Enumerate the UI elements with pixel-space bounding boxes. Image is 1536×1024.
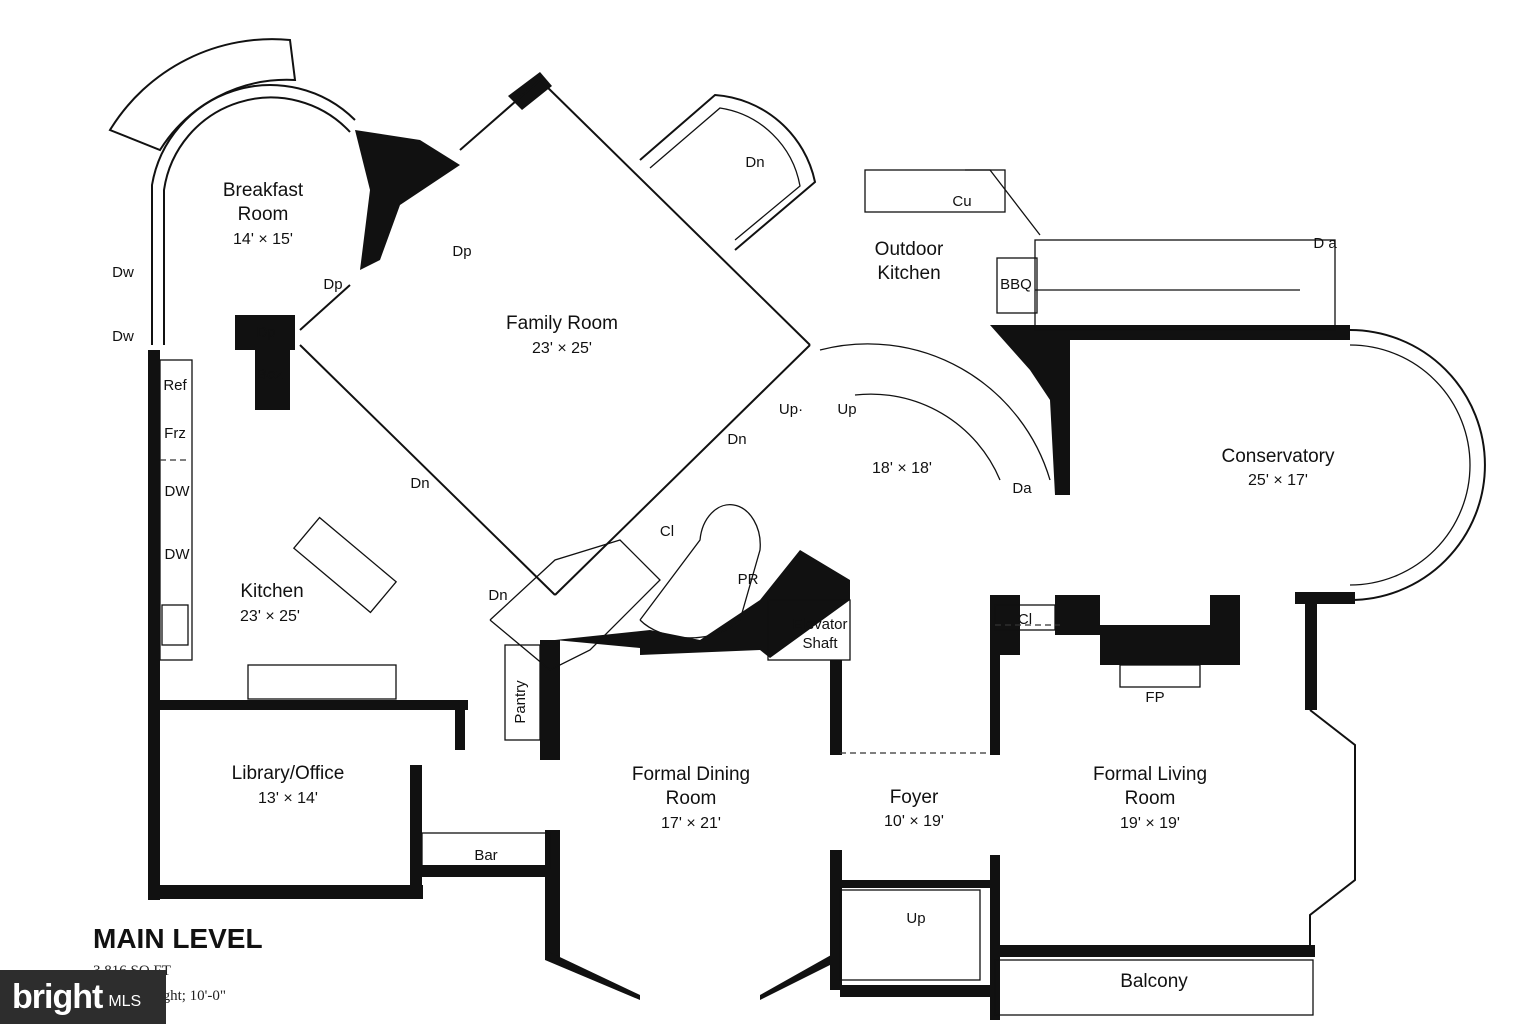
tag-dw-bottom: Dw [112, 328, 134, 345]
room-labels: Breakfast Room 14' × 15' Family Room 23'… [223, 180, 1335, 992]
stair-hall-dims: 18' × 18' [872, 460, 932, 477]
tag-dn-family: Dn [727, 431, 746, 448]
watermark-suffix: MLS [108, 993, 142, 1010]
tag-bbq: BBQ [1000, 276, 1032, 293]
outdoor-kitchen-name-1: Outdoor [875, 239, 944, 260]
balcony-outline [994, 959, 1314, 1016]
deck-stairs [1034, 239, 1336, 331]
tag-cl-hall: Cl [660, 523, 674, 540]
breakfast-room-name-1: Breakfast [223, 180, 304, 201]
tag-bez: Bez [257, 366, 283, 383]
bar-name: Bar [474, 847, 497, 864]
tag-fp: FP [1145, 689, 1164, 706]
kitchen-island [292, 516, 398, 614]
foyer-dims: 10' × 19' [884, 813, 944, 830]
foyer-name: Foyer [890, 787, 939, 808]
tag-da-stair: Da [1012, 480, 1032, 497]
tag-dp-breakfast: Dp [452, 243, 471, 260]
tag-cl-living: Cl [1018, 611, 1032, 628]
living-name-1: Formal Living [1093, 764, 1207, 785]
family-room-name: Family Room [506, 313, 618, 334]
elevator-shaft [767, 599, 851, 661]
dining-name-2: Room [666, 788, 717, 809]
tag-da-deck: D a [1313, 235, 1337, 252]
breakfast-room-name-2: Room [238, 204, 289, 225]
dining-dims: 17' × 21' [661, 815, 721, 832]
conservatory-dims: 25' × 17' [1248, 472, 1308, 489]
tag-up-foyer: Up [906, 910, 925, 927]
tag-dp-kitchen: Dp [256, 324, 275, 341]
tag-cu: Cu [952, 193, 971, 210]
tag-dw-top: Dw [112, 264, 134, 281]
tag-up-stair: Up [837, 401, 856, 418]
kitchen-dims: 23' × 25' [240, 608, 300, 625]
family-room-wall-nw [355, 130, 460, 270]
tag-up-hall: Up· [779, 401, 803, 418]
dining-name-1: Formal Dining [632, 764, 750, 785]
living-dims: 19' × 19' [1120, 815, 1180, 832]
balcony-name: Balcony [1120, 971, 1188, 992]
powder-room-name: PR [738, 571, 759, 588]
tag-ref: Ref [163, 377, 187, 394]
tag-frz: Frz [164, 425, 186, 442]
tag-dn-pantry: Dn [488, 587, 507, 604]
tag-dp-diag: Dp [323, 276, 342, 293]
conservatory-name: Conservatory [1222, 446, 1335, 467]
brightmls-watermark: bright MLS [0, 970, 166, 1024]
walls [108, 38, 1486, 1020]
tag-dn-kitchen: Dn [410, 475, 429, 492]
fixture-tags: Dw Dw Dp Dp Dp Bez Ref Frz DW DW Dn Dn D… [112, 154, 1337, 927]
watermark-brand: bright [12, 977, 103, 1016]
library-name: Library/Office [232, 763, 345, 784]
tag-dishwasher-2: DW [165, 546, 191, 563]
fixtures [159, 169, 1336, 1016]
family-room-dims: 23' × 25' [532, 340, 592, 357]
kitchen-name: Kitchen [240, 581, 303, 602]
library-dims: 13' × 14' [258, 790, 318, 807]
elevator-name-2: Shaft [802, 635, 838, 652]
curved-stair [819, 343, 1051, 481]
breakfast-room-dims: 14' × 15' [233, 231, 293, 248]
elevator-name-1: Elevator [792, 616, 847, 633]
tag-dishwasher-1: DW [165, 483, 191, 500]
outdoor-kitchen-name-2: Kitchen [877, 263, 940, 284]
pantry-name: Pantry [512, 680, 529, 724]
level-title: MAIN LEVEL [93, 923, 263, 954]
stair-core-wall [990, 325, 1070, 495]
living-name-2: Room [1125, 788, 1176, 809]
tag-dn-bay: Dn [745, 154, 764, 171]
